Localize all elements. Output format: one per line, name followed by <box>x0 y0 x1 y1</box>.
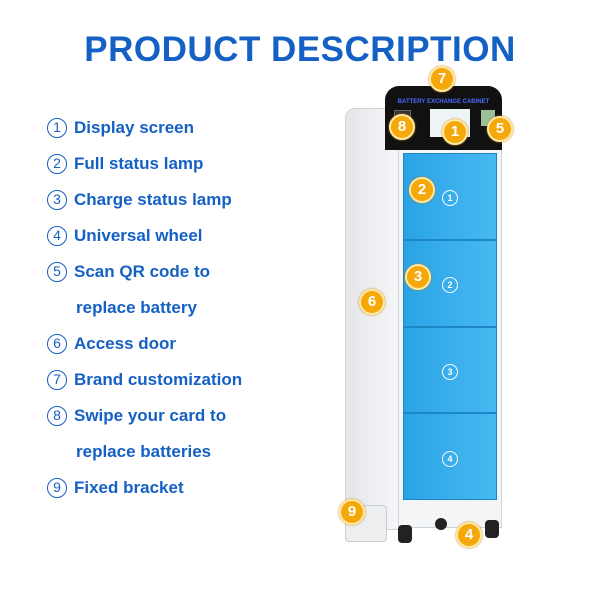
number-badge: 9 <box>47 478 67 498</box>
feature-label: Brand customization <box>74 370 243 389</box>
door-number: 2 <box>442 277 458 293</box>
wheel-icon <box>485 520 499 538</box>
callout-badge-5: 5 <box>487 116 513 142</box>
number-badge: 3 <box>47 190 67 210</box>
callout-badge-8: 8 <box>389 114 415 140</box>
wheel-icon <box>398 525 412 543</box>
feature-label: Charge status lamp <box>74 190 232 209</box>
feature-label: Scan QR code to <box>74 262 211 281</box>
callout-badge-7: 7 <box>429 66 455 92</box>
callout-badge-6: 6 <box>359 289 385 315</box>
locker-door-4[interactable]: 4 <box>403 413 497 500</box>
feature-item: 6 Access door <box>47 334 176 354</box>
door-number: 3 <box>442 364 458 380</box>
locker-door-3[interactable]: 3 <box>403 327 497 413</box>
feature-label: Display screen <box>74 118 195 137</box>
feature-label: Universal wheel <box>74 226 203 245</box>
feature-label-continued: replace batteries <box>76 442 212 461</box>
number-badge: 2 <box>47 154 67 174</box>
number-badge: 8 <box>47 406 67 426</box>
feature-item: 4 Universal wheel <box>47 226 203 246</box>
callout-badge-1: 1 <box>442 119 468 145</box>
number-badge: 4 <box>47 226 67 246</box>
page-title: PRODUCT DESCRIPTION <box>84 30 516 69</box>
feature-item: 1 Display screen <box>47 118 194 138</box>
wheel-icon <box>435 518 447 530</box>
callout-badge-3: 3 <box>405 264 431 290</box>
feature-item: 8 Swipe your card to <box>47 406 226 426</box>
callout-badge-4: 4 <box>456 522 482 548</box>
feature-item: 2 Full status lamp <box>47 154 203 174</box>
cabinet-side-panel <box>345 108 403 530</box>
brand-text: BATTERY EXCHANGE CABINET <box>397 99 490 105</box>
number-badge: 5 <box>47 262 67 282</box>
number-badge: 7 <box>47 370 67 390</box>
feature-item: 5 Scan QR code to <box>47 262 210 282</box>
feature-item: 3 Charge status lamp <box>47 190 232 210</box>
number-badge: 6 <box>47 334 67 354</box>
feature-label: Swipe your card to <box>74 406 227 425</box>
number-badge: 1 <box>47 118 67 138</box>
door-number: 4 <box>442 451 458 467</box>
feature-label: Fixed bracket <box>74 478 184 497</box>
feature-label: Full status lamp <box>74 154 204 173</box>
callout-badge-2: 2 <box>409 177 435 203</box>
feature-item: 7 Brand customization <box>47 370 242 390</box>
feature-item: 9 Fixed bracket <box>47 478 184 498</box>
callout-badge-9: 9 <box>339 499 365 525</box>
feature-label-continued: replace battery <box>76 298 197 317</box>
feature-label: Access door <box>74 334 177 353</box>
door-number: 1 <box>442 190 458 206</box>
